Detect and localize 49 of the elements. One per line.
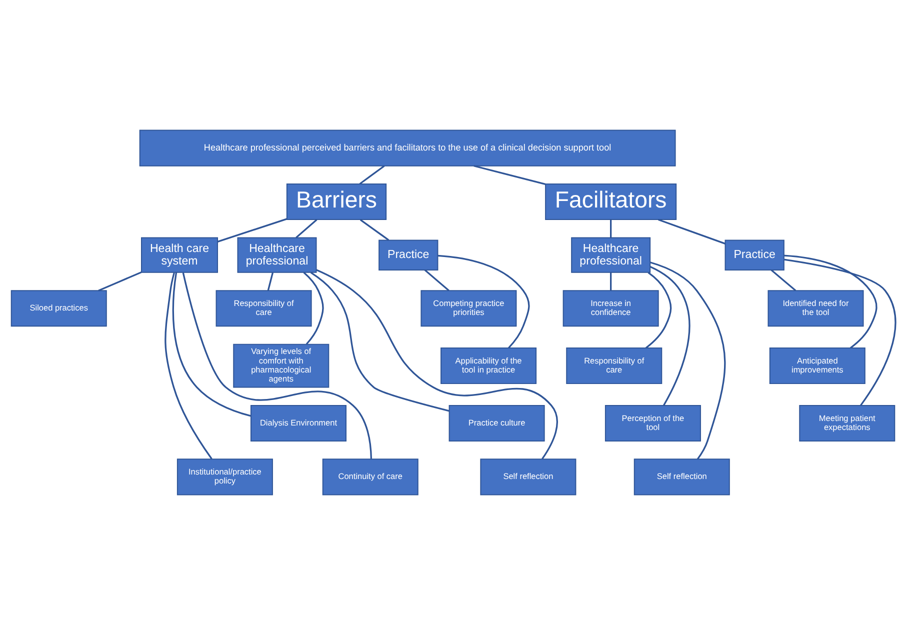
connector — [784, 258, 896, 406]
node-box: Increase in confidence — [562, 290, 659, 326]
node-box: Anticipated improvements — [769, 347, 866, 384]
node-box: Siloed practices — [10, 290, 107, 326]
node-box: Practice — [378, 239, 438, 270]
connector — [650, 261, 726, 460]
node-box: Practice culture — [448, 404, 545, 441]
node-box: Perception of the tool — [604, 404, 701, 441]
connector — [267, 272, 274, 290]
node-box: Competing practice priorities — [420, 290, 517, 326]
node-box: Institutional/practice policy — [176, 458, 273, 495]
connector — [217, 218, 288, 242]
connector — [770, 268, 796, 291]
connector — [303, 271, 324, 344]
node-box: Responsibility of care — [566, 347, 662, 384]
connector — [296, 218, 318, 238]
node-box: Self reflection — [480, 458, 576, 495]
node-box: Facilitators — [545, 183, 677, 220]
node-box: Healthcare professional perceived barriers and facilitators to the use of a clinical decision support tool — [139, 129, 676, 166]
connector — [650, 265, 690, 406]
connector — [610, 272, 612, 290]
node-box: Health care system — [141, 236, 218, 272]
node-box: Dialysis Environment — [250, 404, 346, 441]
node-box: Self reflection — [634, 458, 730, 495]
connector — [784, 254, 878, 348]
node-box: Identified need for the tool — [768, 290, 864, 326]
connector — [474, 164, 546, 184]
connector — [310, 271, 450, 412]
connector — [645, 271, 672, 348]
connector — [182, 272, 372, 458]
node-box: Responsibility of care — [216, 290, 312, 326]
connector — [360, 218, 390, 240]
connector — [98, 270, 142, 291]
connector — [316, 268, 558, 459]
connector — [172, 272, 252, 416]
node-box: Continuity of care — [322, 458, 418, 495]
node-box: Varying levels of comfort with pharmacological agents — [233, 343, 330, 388]
connector — [424, 268, 450, 291]
node-box: Barriers — [286, 183, 387, 220]
connector — [164, 272, 212, 459]
connector — [359, 164, 385, 184]
connector — [658, 218, 726, 244]
connector — [610, 219, 612, 238]
connector — [438, 254, 530, 348]
node-box: Healthcare professional — [571, 236, 651, 272]
node-box: Practice — [724, 239, 784, 270]
node-box: Applicability of the tool in practice — [440, 347, 537, 384]
node-box: Meeting patient expectations — [799, 404, 896, 441]
node-box: Healthcare professional — [237, 236, 317, 272]
